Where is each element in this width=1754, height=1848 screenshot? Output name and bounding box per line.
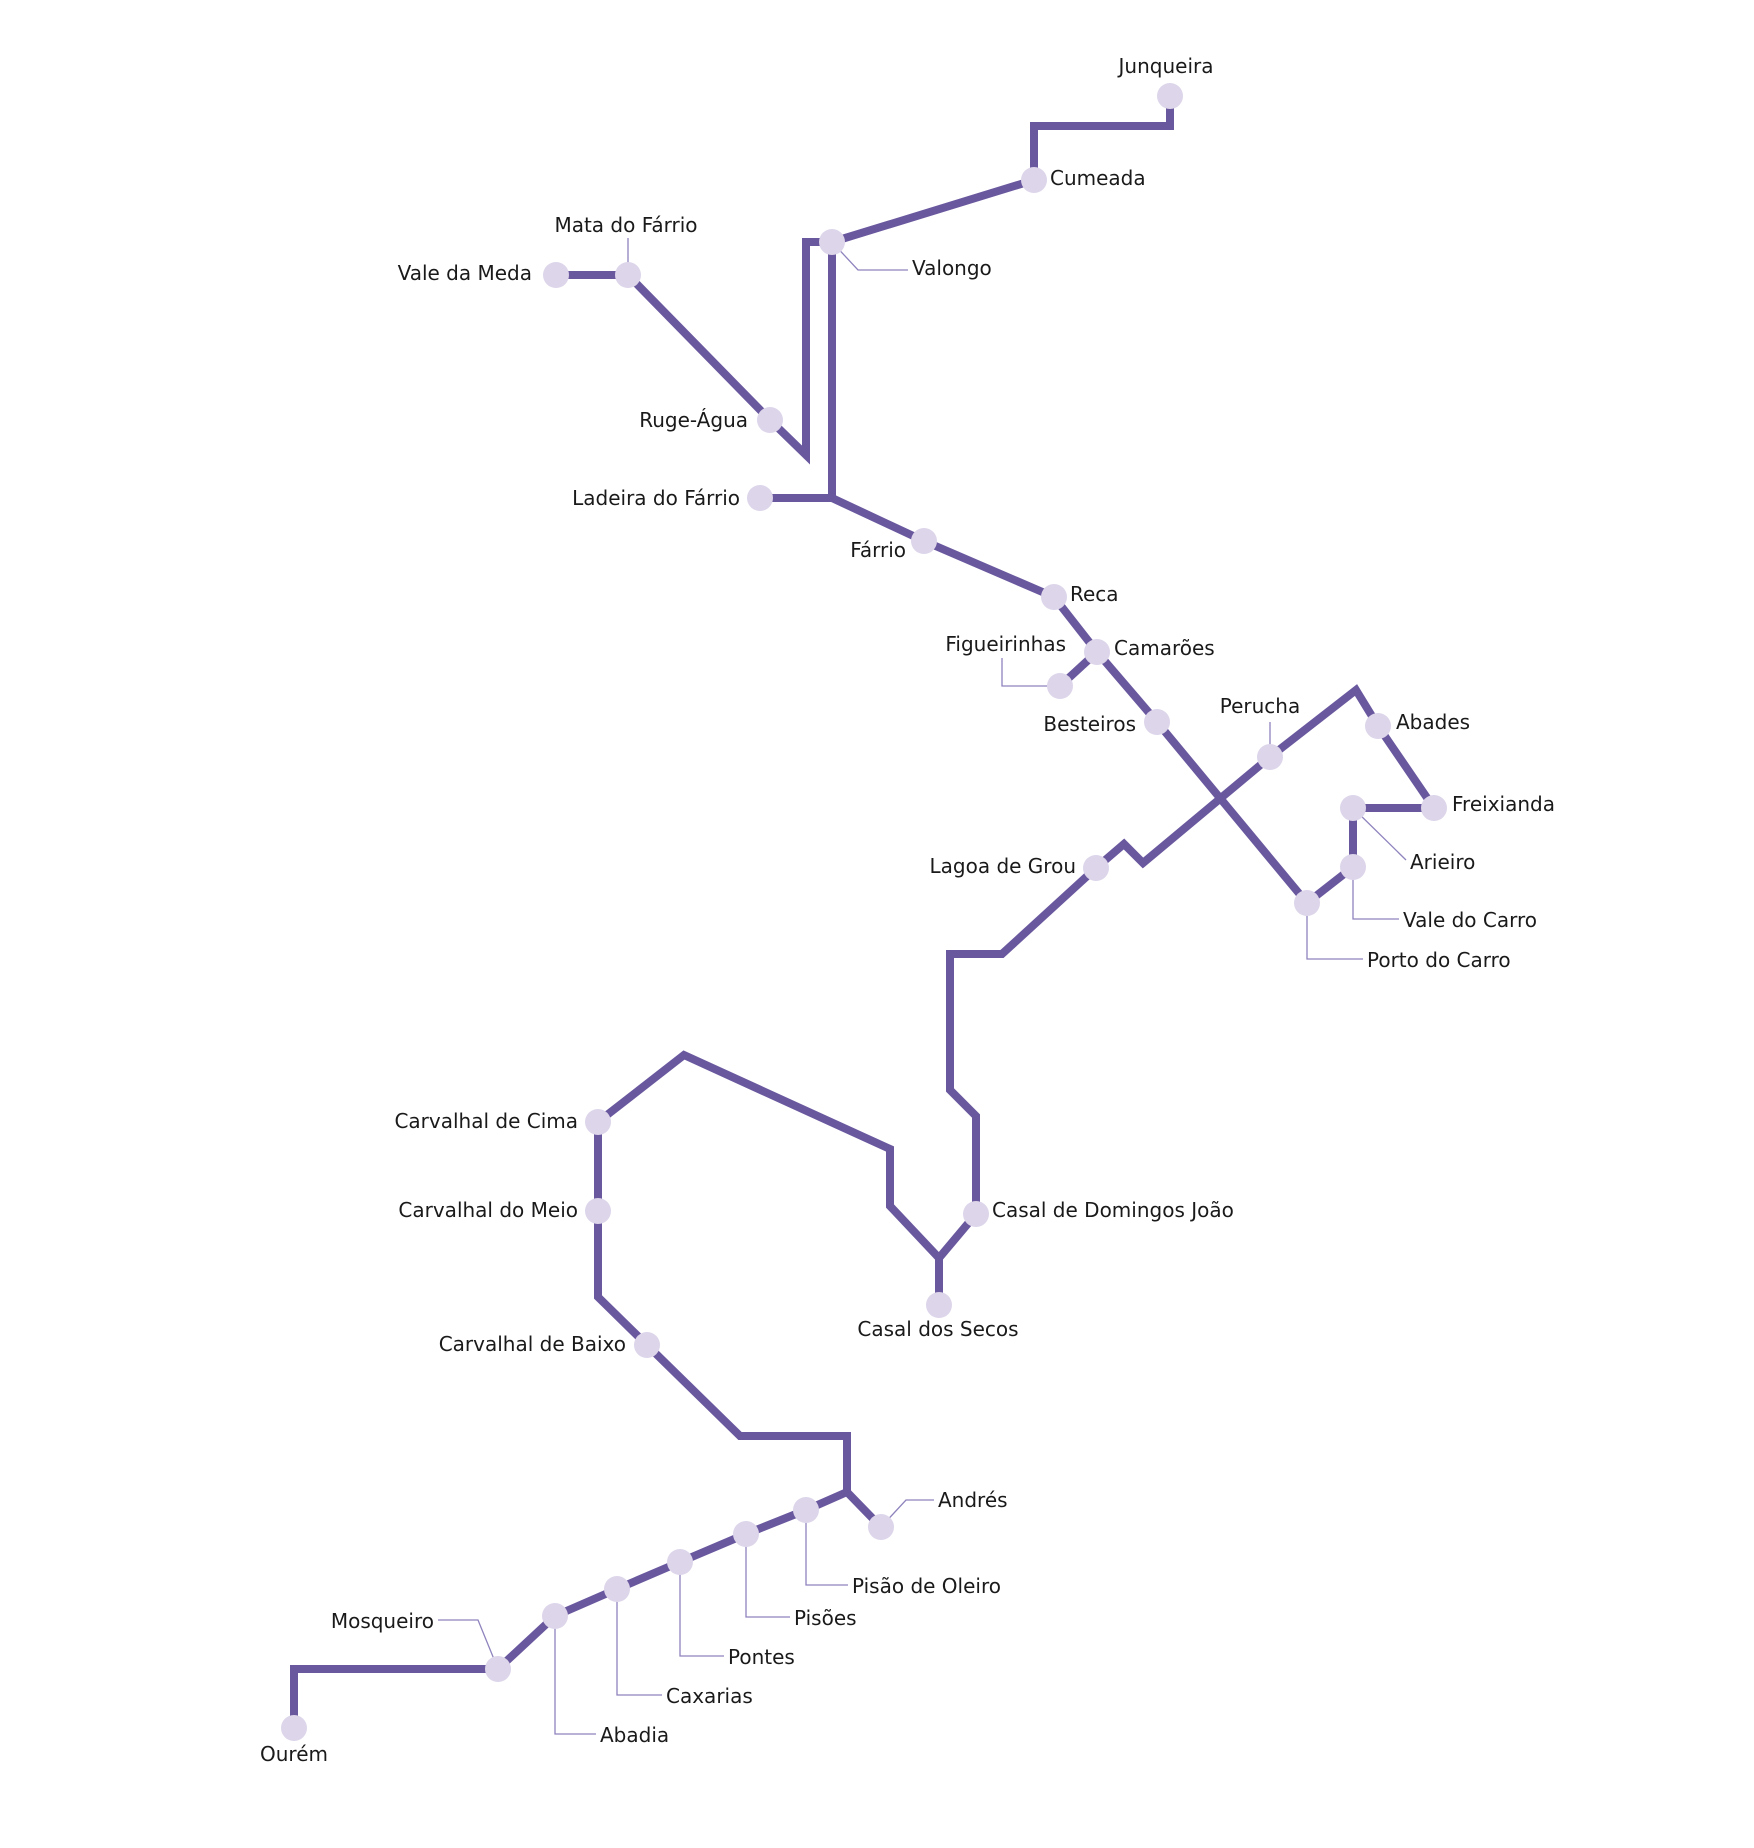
label-carvalhal-de-cima: Carvalhal de Cima xyxy=(394,1109,578,1133)
leader-vale-do-carro xyxy=(1352,867,1399,920)
label-carvalhal-do-meio: Carvalhal do Meio xyxy=(398,1198,578,1222)
label-leader-lines xyxy=(438,238,1407,1735)
label-casal-dos-secos: Casal dos Secos xyxy=(857,1317,1018,1341)
label-carvalhal-de-baixo: Carvalhal de Baixo xyxy=(439,1332,626,1356)
stop-reca xyxy=(1041,584,1067,610)
stop-vale-da-meda xyxy=(543,262,569,288)
route-north xyxy=(760,96,1174,502)
label-abades: Abades xyxy=(1396,710,1470,734)
stop-junqueira xyxy=(1157,83,1183,109)
label-lagoa-de-grou: Lagoa de Grou xyxy=(930,854,1077,878)
stop-arieiro xyxy=(1340,795,1366,821)
stop-ladeira-do-farrio xyxy=(747,485,773,511)
leader-abadia xyxy=(554,1616,596,1735)
stop-besteiros xyxy=(1144,709,1170,735)
label-pisoes: Pisões xyxy=(794,1606,857,1630)
stop-abadia xyxy=(542,1603,568,1629)
stop-caxarias xyxy=(604,1576,630,1602)
label-arieiro: Arieiro xyxy=(1410,850,1475,874)
stop-carvalhal-de-baixo xyxy=(634,1332,660,1358)
stop-freixianda xyxy=(1421,795,1447,821)
route-south-loop xyxy=(594,1050,942,1530)
label-caxarias: Caxarias xyxy=(666,1684,753,1708)
station-stops xyxy=(281,83,1447,1741)
stop-ourem xyxy=(281,1715,307,1741)
leader-mosqueiro xyxy=(438,1619,499,1670)
label-reca: Reca xyxy=(1070,582,1119,606)
leader-pisoes xyxy=(745,1534,790,1618)
leader-pisao-de-oleiro xyxy=(805,1510,848,1586)
stop-pontes xyxy=(667,1549,693,1575)
leader-porto-do-carro xyxy=(1306,903,1363,960)
stop-casal-dos-secos xyxy=(926,1292,952,1318)
stop-camaroes xyxy=(1084,639,1110,665)
stop-abades xyxy=(1365,713,1391,739)
stop-carvalhal-de-cima xyxy=(585,1109,611,1135)
stop-casal-de-domingos-joao xyxy=(963,1201,989,1227)
stop-andres xyxy=(868,1514,894,1540)
stop-vale-do-carro xyxy=(1340,854,1366,880)
label-perucha: Perucha xyxy=(1220,694,1300,718)
label-casal-de-domingos-joao: Casal de Domingos João xyxy=(992,1198,1234,1222)
label-abadia: Abadia xyxy=(600,1723,669,1747)
label-camaroes: Camarões xyxy=(1114,636,1215,660)
stop-carvalhal-do-meio xyxy=(585,1198,611,1224)
label-farrio: Fárrio xyxy=(850,538,906,562)
stop-lagoa-de-grou xyxy=(1083,855,1109,881)
stop-pisao-de-oleiro xyxy=(793,1497,819,1523)
label-cumeada: Cumeada xyxy=(1050,166,1146,190)
label-freixianda: Freixianda xyxy=(1452,792,1555,816)
label-valongo: Valongo xyxy=(912,256,992,280)
label-pontes: Pontes xyxy=(728,1645,795,1669)
label-vale-da-meda: Vale da Meda xyxy=(398,261,532,285)
label-figueirinhas: Figueirinhas xyxy=(945,632,1066,656)
label-vale-do-carro: Vale do Carro xyxy=(1403,908,1537,932)
stop-perucha xyxy=(1257,744,1283,770)
label-mata-do-farrio: Mata do Fárrio xyxy=(554,213,697,237)
label-ladeira-do-farrio: Ladeira do Fárrio xyxy=(572,486,740,510)
label-junqueira: Junqueira xyxy=(1117,54,1214,78)
stop-figueirinhas xyxy=(1047,673,1073,699)
label-pisao-de-oleiro: Pisão de Oleiro xyxy=(852,1574,1001,1598)
route-central xyxy=(830,494,1442,1305)
label-besteiros: Besteiros xyxy=(1043,712,1136,736)
label-ruge-agua: Ruge-Água xyxy=(639,408,748,432)
stop-porto-do-carro xyxy=(1294,890,1320,916)
label-andres: Andrés xyxy=(938,1488,1008,1512)
stop-farrio xyxy=(911,528,937,554)
stop-cumeada xyxy=(1021,167,1047,193)
leader-caxarias xyxy=(616,1589,662,1696)
label-porto-do-carro: Porto do Carro xyxy=(1367,948,1511,972)
stop-valongo xyxy=(819,229,845,255)
station-labels: Junqueira Cumeada Valongo Mata do Fárrio… xyxy=(260,54,1555,1766)
stop-pisoes xyxy=(733,1521,759,1547)
stop-mosqueiro xyxy=(485,1656,511,1682)
label-mosqueiro: Mosqueiro xyxy=(331,1609,434,1633)
leader-pontes xyxy=(679,1562,724,1657)
leader-figueirinhas xyxy=(1001,658,1060,687)
stop-mata-do-farrio xyxy=(615,262,641,288)
label-ourem: Ourém xyxy=(260,1742,328,1766)
route-lines xyxy=(290,96,1442,1728)
stop-ruge-agua xyxy=(757,407,783,433)
